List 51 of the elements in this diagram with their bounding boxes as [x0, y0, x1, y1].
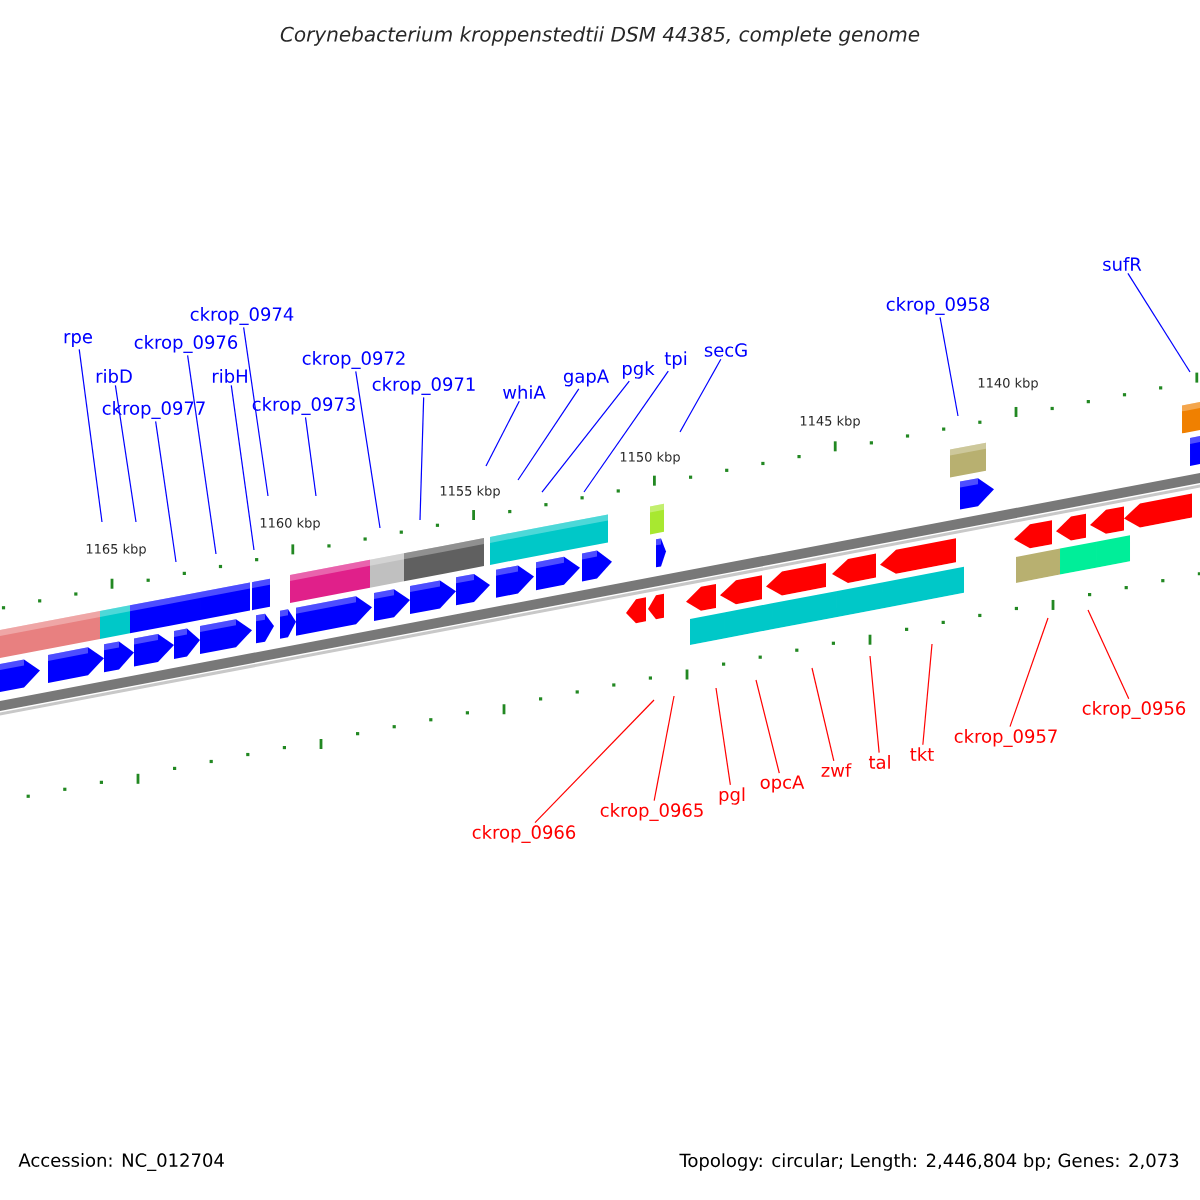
gene-label: ckrop_0966: [472, 825, 576, 843]
leader-line: [155, 420, 177, 563]
leader-line: [583, 370, 669, 493]
leader-line: [187, 354, 217, 555]
leader-line: [534, 699, 655, 824]
gene-label: ckrop_0957: [954, 729, 1057, 747]
leader-line: [243, 326, 269, 497]
gene-label: ckrop_0972: [302, 351, 405, 369]
gene-label: ckrop_0976: [134, 335, 238, 353]
leader-line: [869, 655, 880, 754]
leader-line: [517, 388, 580, 481]
gene-label: ckrop_0971: [372, 377, 475, 395]
gene-label: tpi: [664, 351, 687, 369]
gene-label: pgk: [623, 361, 655, 379]
gene-label: sufR: [1103, 257, 1142, 271]
gene-label: rpe: [64, 333, 92, 347]
leader-line: [1087, 609, 1130, 700]
gene-label: whiA: [503, 385, 546, 399]
leader-line: [1009, 617, 1049, 728]
leader-line: [114, 384, 137, 523]
leader-line: [811, 667, 835, 762]
gene-label: opcA: [760, 775, 805, 793]
leader-line: [653, 695, 675, 802]
leader-line: [355, 370, 381, 529]
gene-label: pgl: [719, 787, 745, 805]
gene-label: ckrop_0956: [1082, 701, 1186, 719]
leader-line: [922, 643, 933, 746]
gene-label: zwf: [821, 763, 852, 777]
leader-line: [939, 316, 959, 417]
gene-label: ribD: [96, 369, 132, 383]
leader-line: [679, 358, 722, 433]
gene-label: ckrop_0965: [600, 803, 703, 821]
title: Corynebacterium kroppenstedtii DSM 44385, complete genome: [280, 26, 920, 46]
leader-line: [755, 679, 780, 774]
leader-line: [1127, 272, 1191, 373]
leader-line: [419, 396, 425, 521]
gene-label: ribH: [212, 369, 247, 383]
gene-label: gapA: [563, 369, 609, 387]
leader-line: [230, 384, 255, 551]
leader-line: [541, 380, 630, 493]
accession-text: Accession: NC_012704: [18, 1153, 224, 1171]
genome-summary: Topology: circular; Length: 2,446,804 bp; Genes: 2,073: [679, 1153, 1179, 1171]
gene-label: secG: [704, 343, 747, 357]
gene-label: ckrop_0958: [886, 297, 990, 315]
leader-line: [78, 348, 103, 523]
gene-label: ckrop_0974: [190, 307, 294, 325]
leader-line: [485, 400, 520, 467]
gene-label: tal: [868, 755, 890, 769]
gene-label: tkt: [910, 747, 934, 761]
leader-line: [715, 687, 731, 786]
leader-line: [304, 416, 317, 497]
